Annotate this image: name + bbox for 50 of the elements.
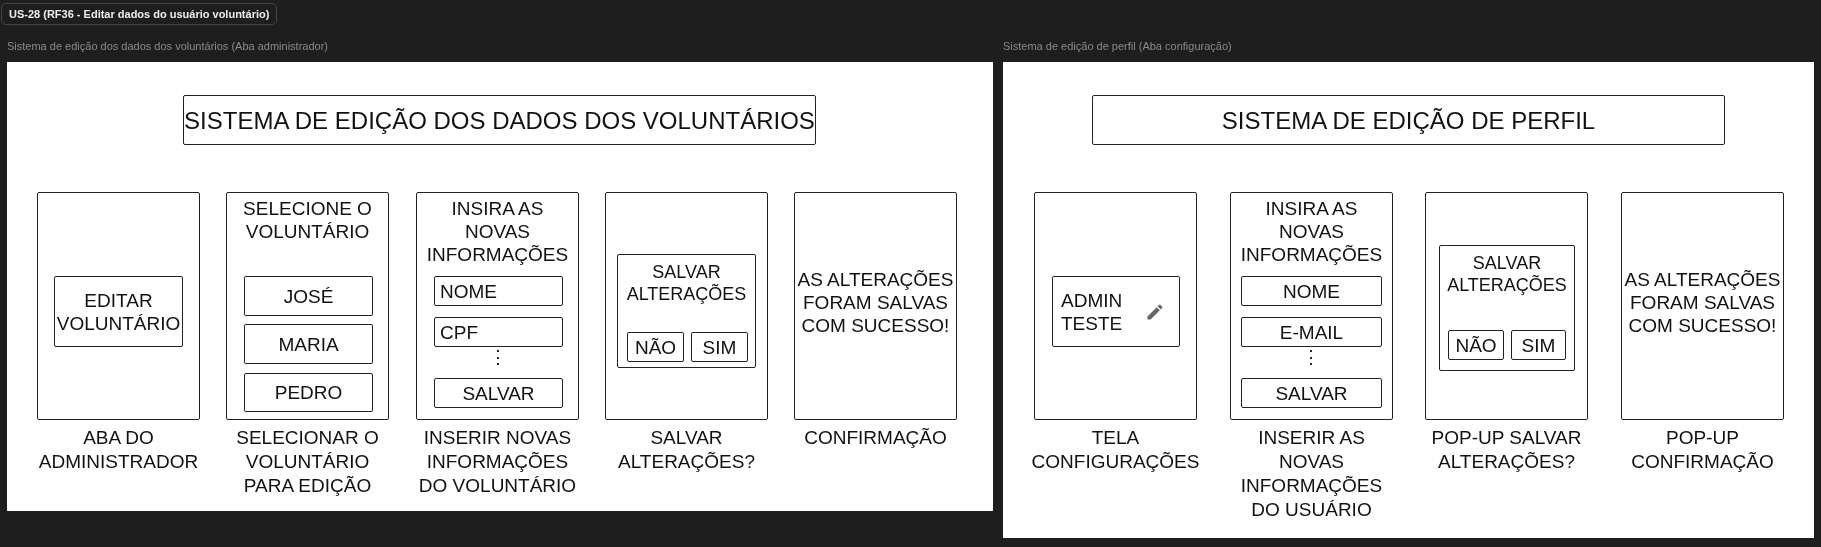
step-caption: POP-UP SALVAR ALTERAÇÕES? — [1430, 426, 1583, 474]
phone-screen — [605, 192, 768, 420]
step-caption: CONFIRMAÇÃO — [803, 426, 948, 450]
input-field: CPF — [434, 317, 563, 347]
screen-text: INSIRA AS NOVAS INFORMAÇÕES — [1239, 197, 1384, 266]
vertical-ellipsis: ⋮ — [489, 346, 507, 368]
profile-card — [1052, 276, 1180, 347]
step-caption: ABA DO ADMINISTRADOR — [37, 426, 200, 474]
phone-screen — [1230, 192, 1393, 420]
title-box: SISTEMA DE EDIÇÃO DOS DADOS DOS VOLUNTÁRIOS — [183, 95, 816, 145]
screen-text: INSIRA AS NOVAS INFORMAÇÕES — [425, 197, 570, 266]
screen-text: AS ALTERAÇÕES FORAM SALVAS COM SUCESSO! — [1624, 268, 1781, 338]
frame-title: Sistema de edição de perfil (Aba configuração) — [1003, 40, 1232, 52]
phone-screen — [416, 192, 579, 420]
dialog-box — [1439, 245, 1575, 371]
step-caption: POP-UP CONFIRMAÇÃO — [1630, 426, 1775, 474]
yes-button: SIM — [1511, 330, 1566, 360]
phone-screen — [1621, 192, 1784, 420]
option-button: MARIA — [244, 324, 373, 364]
option-button: JOSÉ — [244, 276, 373, 316]
no-button: NÃO — [1448, 330, 1504, 360]
vertical-ellipsis: ⋮ — [1302, 346, 1320, 368]
save-button: SALVAR — [434, 378, 563, 408]
phone-screen — [1425, 192, 1588, 420]
input-field: NOME — [1241, 276, 1382, 306]
dialog-text: SALVAR ALTERAÇÕES — [1446, 252, 1568, 296]
input-field: E-MAIL — [1241, 317, 1382, 347]
yes-button: SIM — [691, 332, 748, 362]
step-caption: SALVAR ALTERAÇÕES? — [617, 426, 756, 474]
header-badge: US-28 (RF36 - Editar dados do usuário voluntário) — [1, 3, 278, 25]
edit-button: EDITAR VOLUNTÁRIO — [54, 276, 183, 347]
step-caption: SELECIONAR O VOLUNTÁRIO PARA EDIÇÃO — [235, 426, 380, 498]
phone-screen — [226, 192, 389, 420]
input-field: NOME — [434, 276, 563, 306]
step-caption: INSERIR AS NOVAS INFORMAÇÕES DO USUÁRIO — [1239, 426, 1384, 522]
option-button: PEDRO — [244, 373, 373, 412]
dialog-box — [617, 254, 756, 368]
step-caption: TELA CONFIGURAÇÕES — [1030, 426, 1201, 474]
screen-text: SELECIONE O VOLUNTÁRIO — [242, 197, 373, 243]
step-caption: INSERIR NOVAS INFORMAÇÕES DO VOLUNTÁRIO — [417, 426, 578, 498]
dialog-text: SALVAR ALTERAÇÕES — [625, 261, 748, 305]
no-button: NÃO — [627, 332, 684, 362]
phone-screen — [37, 192, 200, 420]
frame-title: Sistema de edição dos dados dos voluntários (Aba administrador) — [7, 40, 328, 52]
phone-screen — [794, 192, 957, 420]
title-box: SISTEMA DE EDIÇÃO DE PERFIL — [1092, 95, 1725, 145]
profile-text: ADMIN TESTE — [1061, 289, 1124, 335]
phone-screen — [1034, 192, 1197, 420]
screen-text: AS ALTERAÇÕES FORAM SALVAS COM SUCESSO! — [797, 268, 954, 338]
save-button: SALVAR — [1241, 378, 1382, 408]
